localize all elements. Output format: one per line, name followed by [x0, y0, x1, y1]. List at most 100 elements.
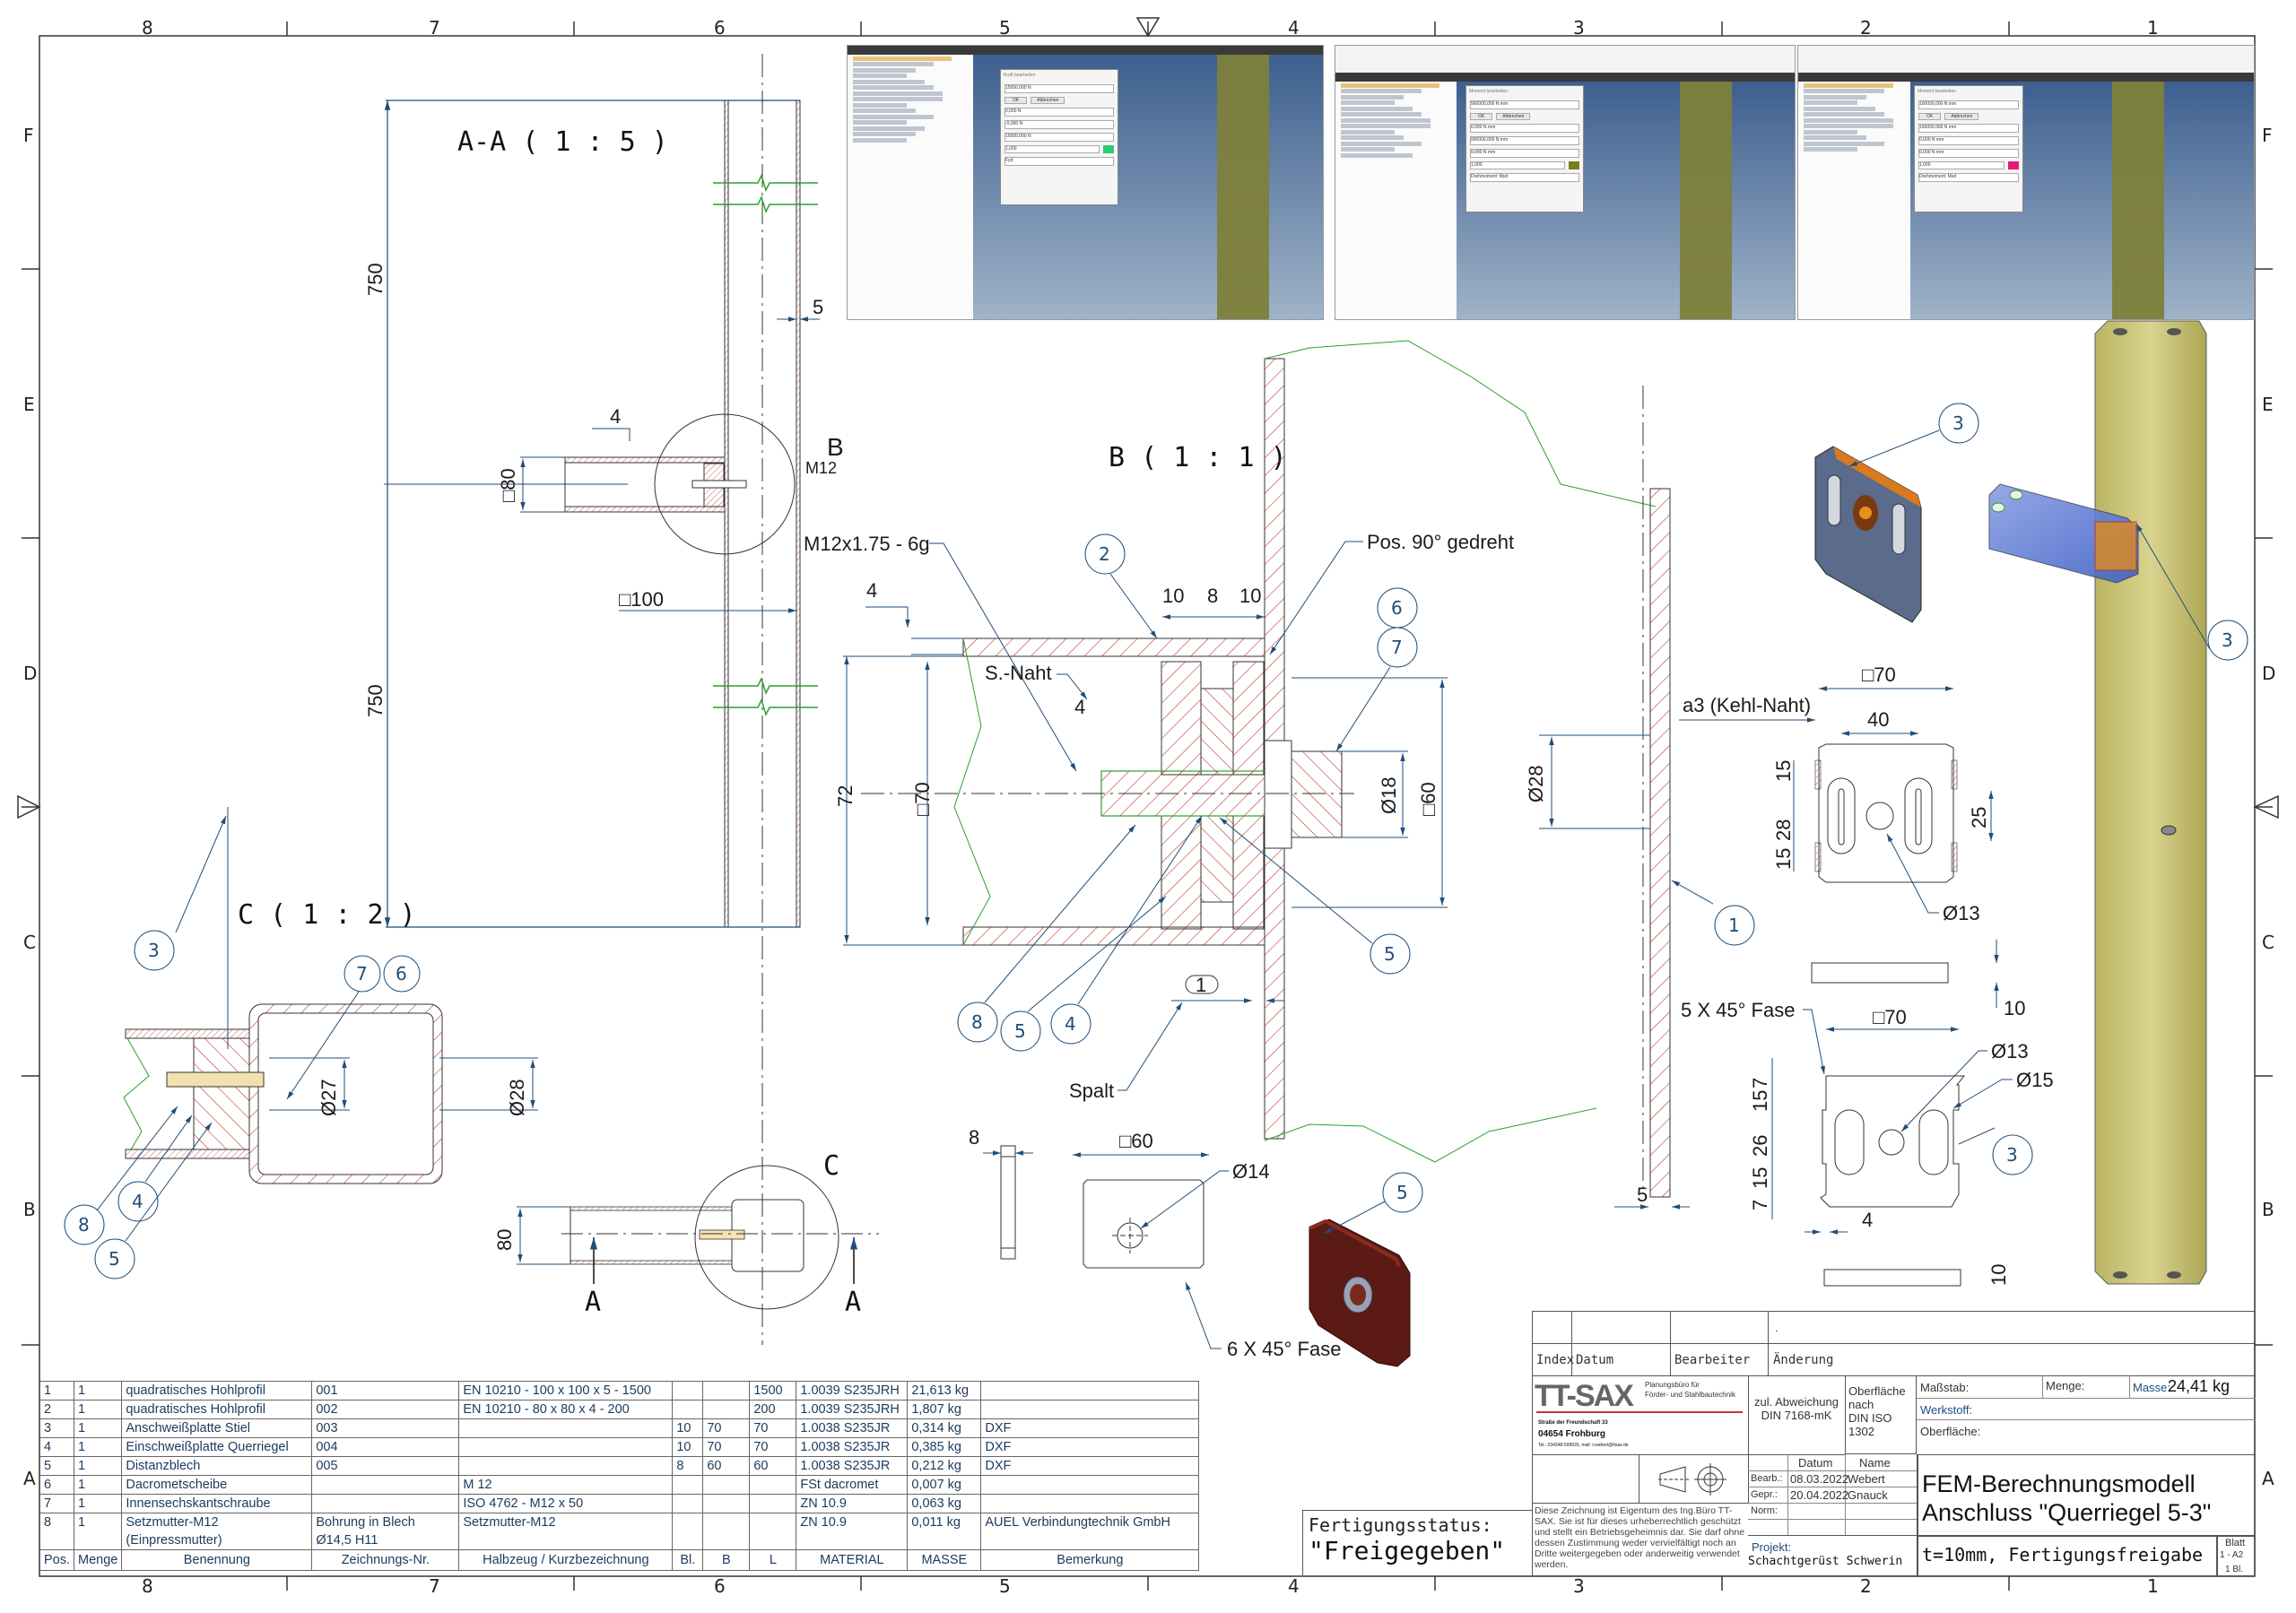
small-section-view: 80 A A C [493, 1150, 879, 1318]
bom-cell: 21,613 kg [907, 1381, 982, 1401]
surface-standard: DIN ISO 1302 [1848, 1411, 1892, 1438]
dim-dia27: Ø27 [317, 1079, 340, 1116]
plate4-dim7b: 7 [1749, 1200, 1771, 1210]
sign-date: 08.03.2022 [1790, 1472, 1849, 1486]
dim-sq80: □80 [497, 468, 519, 502]
plate4-dim15a: 15 [1749, 1090, 1771, 1112]
bom-cell: 1.0039 S235JRH [796, 1400, 909, 1419]
bom-cell [458, 1418, 674, 1438]
bom-cell [907, 1531, 982, 1550]
row-label: C [2262, 932, 2274, 953]
ok-button[interactable]: OK [1918, 113, 1942, 120]
bom-cell [702, 1400, 751, 1419]
sheet-count: 1 Bl. [2225, 1565, 2244, 1574]
bom-cell [796, 1531, 909, 1550]
gap-value: 1 [1196, 974, 1206, 996]
row-label: E [23, 394, 35, 415]
svg-text:1: 1 [1728, 915, 1740, 936]
project-label: Projekt: [1752, 1540, 1792, 1554]
bom-cell: 1,807 kg [907, 1400, 982, 1419]
balloon-5: 5 [1323, 1172, 1423, 1235]
bom-cell: 70 [749, 1437, 797, 1457]
bom-cell [458, 1531, 674, 1550]
drawing-subtitle: t=10mm, Fertigungsfreigabe [1922, 1544, 2204, 1565]
bom-cell: 70 [702, 1418, 751, 1438]
detail-c-view: C ( 1 : 2 ) Ø27 Ø28 [123, 807, 538, 1184]
bom-cell: quadratisches Hohlprofil [121, 1400, 313, 1419]
bom-cell: Distanzblech [121, 1456, 313, 1476]
drawing-title-line1: FEM-Berechnungsmodell [1922, 1470, 2196, 1497]
project-value: Schachtgerüst Schwerin [1748, 1555, 1903, 1568]
bom-cell: 3 [39, 1418, 75, 1438]
plate3-dim28: 28 [1772, 820, 1795, 841]
row-label: D [23, 663, 37, 684]
gap-label: Spalt [1069, 1080, 1114, 1102]
balloon-5: 5 [1219, 817, 1411, 975]
scale-label: Maßstab: [1920, 1381, 1970, 1394]
svg-text:5: 5 [109, 1248, 120, 1270]
company-logo: TT-SAX [1535, 1379, 1634, 1413]
bom-cell: 1 [74, 1456, 123, 1476]
svg-text:3: 3 [2222, 629, 2233, 651]
bom-cell: 1 [74, 1475, 123, 1495]
svg-text:3: 3 [2006, 1144, 2018, 1166]
balloon-3: 3 [1992, 1134, 2033, 1175]
balloon-3: 3 [134, 930, 175, 971]
bom-cell [311, 1475, 460, 1495]
bom-cell: 1 [74, 1513, 123, 1531]
col-label: 4 [1288, 17, 1300, 39]
bom-cell: 60 [702, 1456, 751, 1476]
bom-cell: DXF [980, 1456, 1200, 1476]
col-label: 7 [429, 17, 440, 39]
plate5-sq60: □60 [1119, 1130, 1153, 1152]
bom-cell: 004 [311, 1437, 460, 1457]
sign-header-name: Name [1859, 1456, 1891, 1470]
bom-cell: 0,212 kg [907, 1456, 982, 1476]
bom-cell [702, 1475, 751, 1495]
rotated-note: Pos. 90° gedreht [1367, 531, 1514, 553]
ok-button[interactable]: OK [1004, 97, 1028, 104]
bom-cell: 003 [311, 1418, 460, 1438]
bom-header-cell: L [749, 1549, 797, 1571]
col-label: 1 [2147, 1575, 2159, 1597]
balloon-3: 3 [1848, 403, 1979, 467]
plate5-chamfer: 6 X 45° Fase [1227, 1338, 1341, 1360]
dim-wall-5: 5 [813, 296, 823, 318]
row-label: D [2262, 663, 2275, 684]
bom-cell: 70 [702, 1437, 751, 1457]
svg-text:7: 7 [356, 963, 368, 984]
plate-3-drawing: □70 40 a3 (Kehl-Naht) 15 28 15 25 Ø13 10 [1679, 446, 2025, 1019]
balloon-8: 8 [64, 1106, 178, 1245]
balloon-1: 1 [1714, 905, 1755, 946]
cancel-button[interactable]: Abbrechen [1031, 97, 1065, 104]
bom-cell: Ø14,5 H11 [311, 1531, 460, 1550]
bom-cell [702, 1531, 751, 1550]
bom-cell [672, 1381, 704, 1401]
bom-cell: Innensechskantschraube [121, 1494, 313, 1513]
bom-cell [458, 1456, 674, 1476]
bom-cell [980, 1381, 1200, 1401]
dim-stack-8: 8 [1207, 585, 1218, 607]
bom-cell [749, 1475, 797, 1495]
cancel-button[interactable]: Abbrechen [1944, 113, 1979, 120]
dim-sq70-b: □70 [911, 782, 934, 816]
company-street: Straße der Freundschaft 33 [1538, 1420, 1608, 1426]
bom-cell [672, 1475, 704, 1495]
bom-header-cell: Pos. [39, 1549, 75, 1571]
col-label: 6 [714, 1575, 726, 1597]
dim-dia18: Ø18 [1378, 776, 1400, 814]
dim-dia28-c: Ø28 [506, 1079, 528, 1116]
ok-button[interactable]: OK [1470, 113, 1493, 120]
dim-stack-10b: 10 [1239, 585, 1261, 607]
thread-m12-label: M12 [805, 459, 837, 477]
company-city: 04654 Frohburg [1538, 1429, 1606, 1439]
bom-header-cell: Benennung [121, 1549, 313, 1571]
surface-label: nach [1848, 1398, 1874, 1411]
status-label: Fertigungsstatus: [1309, 1514, 1492, 1536]
bom-header-cell: Halbzeug / Kurzbezeichnung [458, 1549, 674, 1571]
cancel-button[interactable]: Abbrechen [1496, 113, 1531, 120]
balloon-4: 4 [1050, 815, 1203, 1045]
